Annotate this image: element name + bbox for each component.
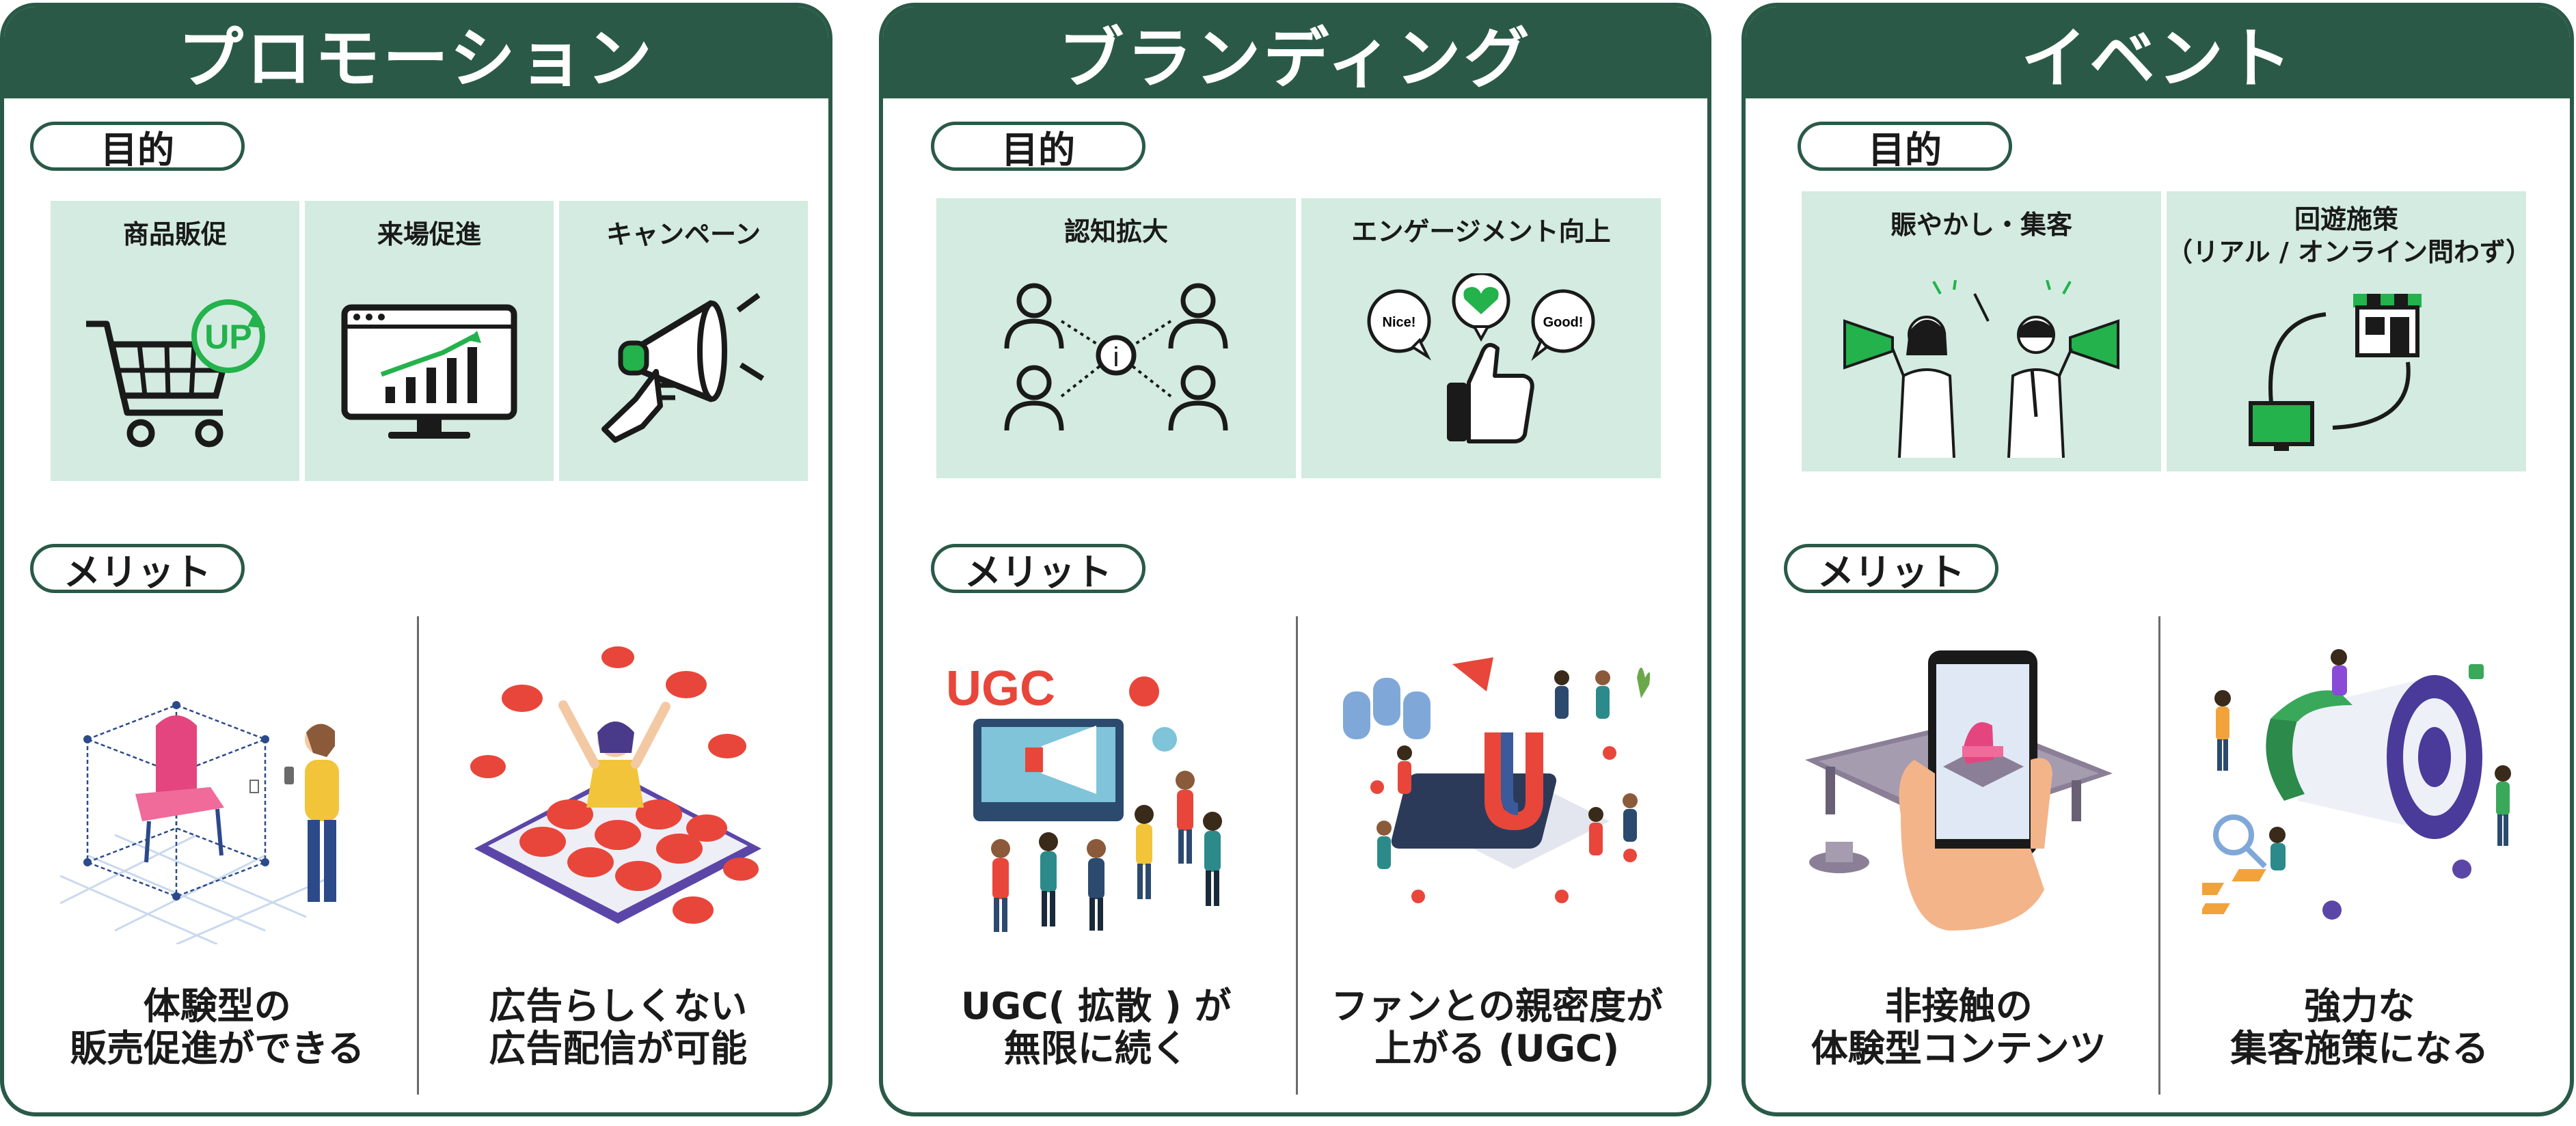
objective-box-campaign: キャンペーン bbox=[559, 201, 808, 481]
shopping-cart-up-icon: UP bbox=[86, 299, 265, 448]
good-bubble-text: Good! bbox=[1543, 315, 1584, 330]
megaphone-hand-icon bbox=[601, 292, 765, 443]
objective-boxes: 商品販促 UP 来場促進 bbox=[51, 201, 808, 481]
nice-bubble-text: Nice! bbox=[1383, 315, 1416, 330]
hearts-phone-illustration bbox=[470, 646, 762, 924]
merit-caption: 非接触の 体験型コンテンツ bbox=[1811, 985, 2106, 1071]
thumbs-up-bubbles-icon: Nice! Good! bbox=[1367, 273, 1595, 443]
panel-title: ブランディング bbox=[883, 7, 1707, 98]
objective-label: 目的 bbox=[931, 122, 1145, 171]
objective-label: 目的 bbox=[1798, 122, 2012, 171]
objective-box-sales: 商品販促 UP bbox=[51, 201, 299, 481]
cheering-people-icon bbox=[1843, 280, 2119, 458]
panel-promotion: プロモーション 目的 商品販促 UP 来場促進 bbox=[0, 3, 832, 1116]
objective-label-text: 来場促進 bbox=[377, 219, 481, 249]
merit-area: 体験型の 販売促進ができる bbox=[18, 616, 817, 1095]
merit-label: メリット bbox=[931, 544, 1145, 594]
merit-caption: 体験型の 販売促進ができる bbox=[70, 985, 365, 1071]
objective-label-text: 認知拡大 bbox=[1063, 217, 1168, 247]
panel-event: イベント 目的 賑やかし・集客 回遊施策 （リアル / オンライン問わ bbox=[1741, 3, 2574, 1116]
objective-box-liveliness: 賑やかし・集客 bbox=[1802, 191, 2161, 471]
objective-boxes: 賑やかし・集客 回遊施策 （リアル / オンライン問わず） bbox=[1802, 191, 2532, 471]
objective-label-text: エンゲージメント向上 bbox=[1351, 217, 1611, 247]
objective-label-text: 賑やかし・集客 bbox=[1890, 210, 2072, 240]
panel-branding: ブランディング 目的 認知拡大 i エンゲージメント向上 bbox=[879, 3, 1711, 1116]
objective-boxes: 認知拡大 i エンゲージメント向上 bbox=[936, 198, 1661, 478]
objective-box-excursion: 回遊施策 （リアル / オンライン問わず） bbox=[2167, 191, 2532, 471]
objective-box-awareness: 認知拡大 i bbox=[936, 198, 1296, 478]
panel-title: プロモーション bbox=[4, 7, 828, 98]
objective-label-text: 回遊施策 （リアル / オンライン問わず） bbox=[2167, 204, 2532, 267]
fans-magnet-illustration bbox=[1343, 657, 1651, 903]
ugc-sign: UGC bbox=[946, 661, 1055, 716]
objective-label-text: キャンペーン bbox=[606, 219, 761, 249]
merit-area: 非接触の 体験型コンテンツ 強力な bbox=[1759, 616, 2559, 1095]
phone-ar-room-illustration bbox=[1804, 650, 2113, 931]
merit-ugc-infinite: UGC bbox=[897, 616, 1296, 1095]
merit-label: メリット bbox=[1784, 544, 1998, 594]
merit-caption: 広告らしくない 広告配信が可能 bbox=[489, 985, 748, 1071]
megaphone-crowd-illustration bbox=[2202, 649, 2512, 920]
objective-box-visit: 来場促進 bbox=[305, 201, 554, 481]
merit-caption: ファンとの親密度が 上がる (UGC) bbox=[1331, 985, 1663, 1071]
merit-fan-intimacy: ファンとの親密度が 上がる (UGC) bbox=[1295, 616, 1697, 1095]
merit-label: メリット bbox=[30, 544, 245, 594]
merit-experience-sales: 体験型の 販売促進ができる bbox=[18, 616, 417, 1095]
info-badge: i bbox=[1113, 342, 1120, 372]
monitor-growth-chart-icon bbox=[341, 304, 517, 439]
objective-box-engagement: エンゲージメント向上 Nice! Good! bbox=[1301, 198, 1661, 478]
objective-label-text: 商品販促 bbox=[122, 219, 227, 249]
panel-title: イベント bbox=[1746, 7, 2570, 98]
up-badge: UP bbox=[204, 318, 252, 356]
merit-caption: UGC( 拡散 ) が 無限に続く bbox=[960, 985, 1232, 1071]
people-network-icon: i bbox=[1004, 283, 1228, 431]
merit-natural-ads: 広告らしくない 広告配信が可能 bbox=[416, 616, 818, 1095]
merit-contactless: 非接触の 体験型コンテンツ bbox=[1759, 616, 2158, 1095]
merit-caption: 強力な 集客施策になる bbox=[2230, 985, 2489, 1071]
objective-label: 目的 bbox=[30, 122, 245, 171]
ugc-crowd-illustration: UGC bbox=[946, 661, 1222, 932]
store-monitor-loop-icon bbox=[2249, 294, 2422, 451]
merit-strong-attraction: 強力な 集客施策になる bbox=[2158, 616, 2560, 1095]
merit-area: UGC bbox=[897, 616, 1696, 1095]
ar-chair-illustration bbox=[59, 701, 339, 944]
